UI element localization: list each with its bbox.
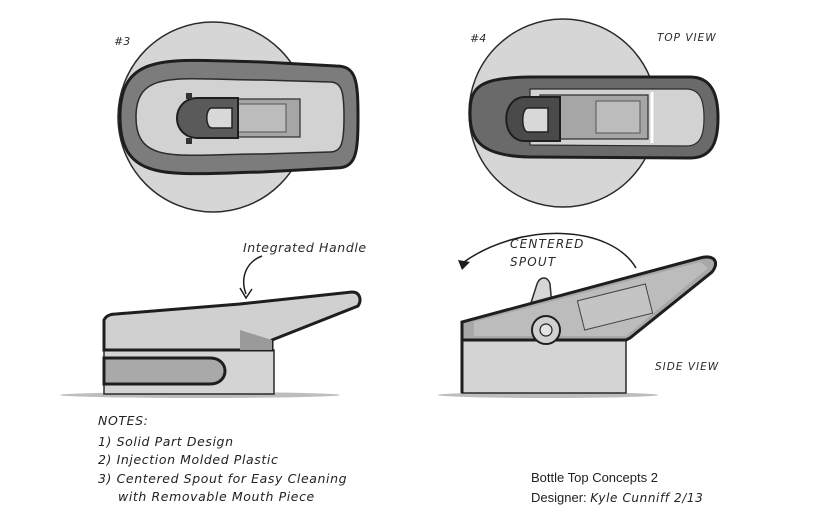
note-item: 2) Injection Molded Plastic <box>98 452 279 467</box>
note-item: 3) Centered Spout for Easy Cleaning <box>98 470 348 486</box>
spout-channel <box>595 100 641 134</box>
arrowhead <box>458 260 470 270</box>
top-view-label: TOP VIEW <box>657 32 717 44</box>
concept-4-side-view <box>438 232 717 398</box>
concept-3-top-view <box>117 21 360 213</box>
designer-label: Designer: <box>531 490 587 505</box>
concept-3-label: #3 <box>114 35 130 48</box>
side-view-label: SIDE VIEW <box>655 361 719 373</box>
concept-3-side-view <box>60 255 362 398</box>
hinge-pin <box>539 323 553 337</box>
mouth-opening <box>522 107 549 133</box>
lid-underside <box>240 330 272 350</box>
spout-callout-line1: CENTERED <box>510 237 585 251</box>
spout-channel <box>237 103 287 133</box>
title-block: Bottle Top Concepts 2 Designer: Kyle Cun… <box>531 468 703 508</box>
notes-title: NOTES: <box>98 413 149 428</box>
handle-callout-arrow <box>242 255 263 295</box>
notes-block: NOTES: 1) Solid Part Design 2) Injection… <box>98 412 347 507</box>
spout-callout-line2: SPOUT <box>510 255 557 269</box>
hinge-tab <box>186 93 192 99</box>
arrowhead <box>239 287 253 300</box>
designer-name: Kyle Cunniff 2/13 <box>590 491 704 505</box>
concept-4-top-view <box>468 18 720 208</box>
sheet-title: Bottle Top Concepts 2 <box>531 470 658 485</box>
concept-4-label: #4 <box>470 32 486 45</box>
designer-line: Designer: Kyle Cunniff 2/13 <box>531 488 703 508</box>
note-item: 1) Solid Part Design <box>98 433 234 449</box>
handle-slot <box>102 356 227 386</box>
note-item-continued: with Removable Mouth Piece <box>118 489 315 504</box>
cap-base <box>461 339 627 394</box>
handle-callout-label: Integrated Handle <box>243 240 367 255</box>
spout-window <box>576 283 654 331</box>
mouth-opening <box>206 107 233 129</box>
hinge-tab <box>186 138 192 144</box>
lid-wedge <box>102 290 362 352</box>
rotation-arc <box>463 232 637 269</box>
